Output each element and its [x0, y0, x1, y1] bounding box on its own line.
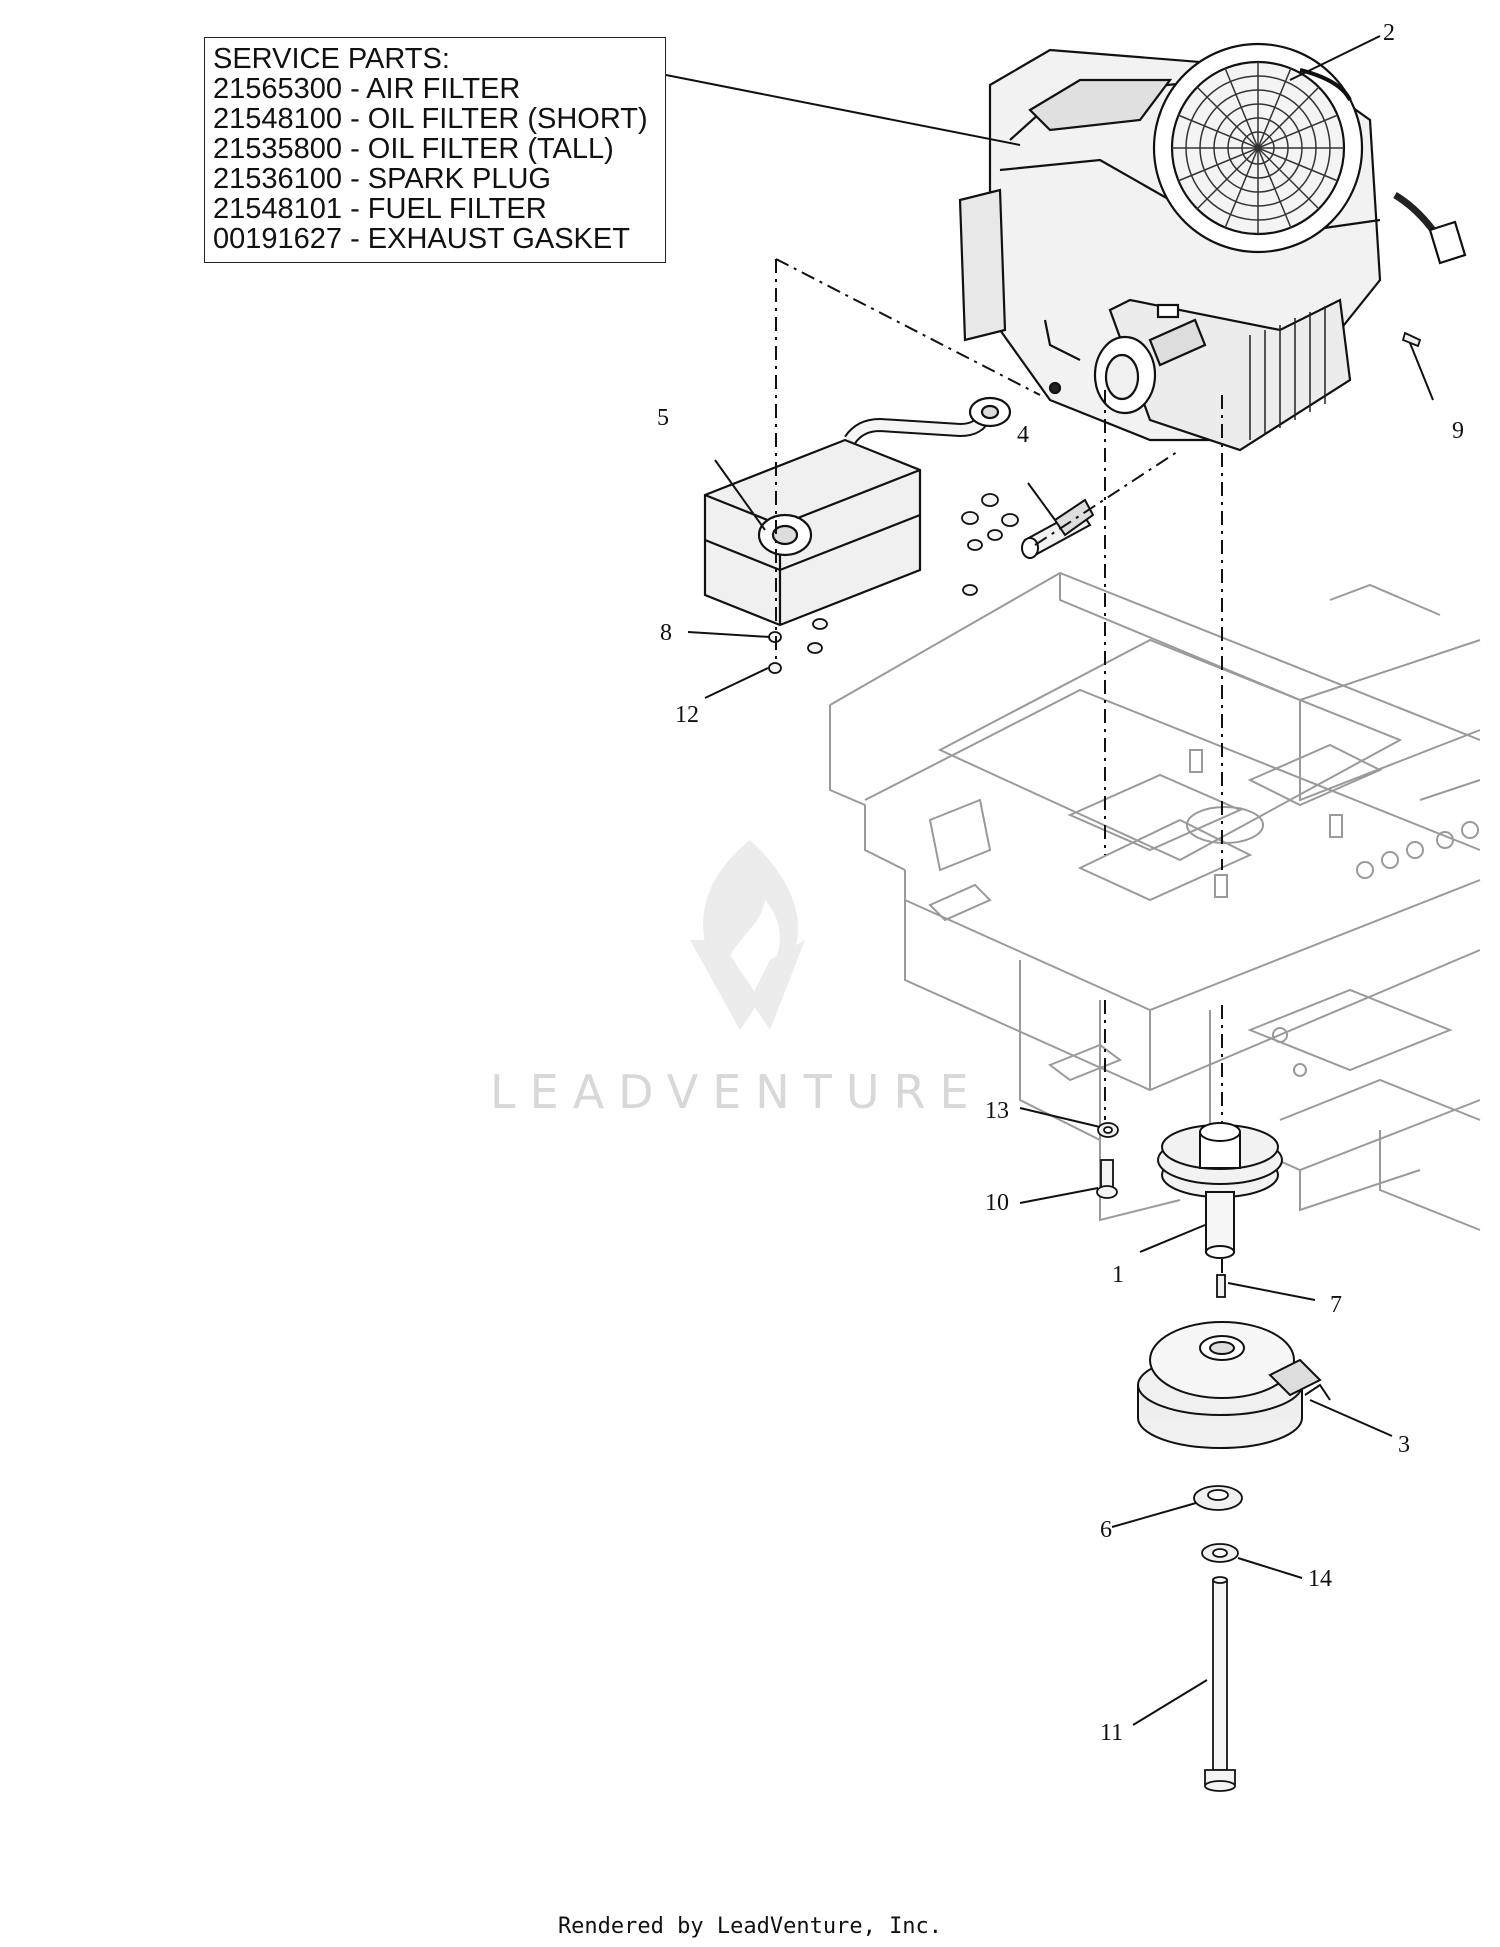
callout-14: 14: [1308, 1566, 1332, 1592]
footer-credit: Rendered by LeadVenture, Inc.: [557, 1914, 943, 1939]
callout-10: 10: [985, 1190, 1009, 1216]
watermark-logo: [690, 840, 805, 1030]
bolt-11: [1204, 1576, 1236, 1792]
service-part-oil-filter-short: 21548100 - OIL FILTER (SHORT): [213, 103, 648, 135]
watermark-text: LEADVENTURE: [490, 1065, 983, 1119]
clutch: [1137, 1321, 1331, 1449]
service-part-spark-plug: 21536100 - SPARK PLUG: [213, 163, 551, 195]
muffler: [703, 396, 1012, 627]
callout-2: 2: [1383, 20, 1395, 46]
leader-lines: [665, 35, 1434, 1726]
callout-4: 4: [1017, 422, 1029, 448]
spark-plug: [1021, 498, 1095, 559]
service-parts-box: SERVICE PARTS: 21565300 - AIR FILTER 215…: [204, 37, 666, 263]
service-part-exhaust-gasket: 00191627 - EXHAUST GASKET: [213, 223, 630, 255]
callout-5: 5: [657, 405, 669, 431]
pulley: [1157, 1122, 1283, 1259]
mower-frame: [829, 571, 1481, 1231]
callout-12: 12: [675, 702, 699, 728]
washer-6: [1193, 1485, 1243, 1511]
callout-7: 7: [1330, 1292, 1342, 1318]
callout-8: 8: [660, 620, 672, 646]
bolt-10: [1096, 1159, 1118, 1199]
callout-11: 11: [1100, 1720, 1123, 1746]
washer-14: [1201, 1543, 1239, 1563]
service-part-oil-filter-tall: 21535800 - OIL FILTER (TALL): [213, 133, 614, 165]
callout-3: 3: [1398, 1432, 1410, 1458]
engine: [958, 42, 1467, 452]
callout-1: 1: [1112, 1262, 1124, 1288]
washer-13: [1097, 1122, 1119, 1138]
service-part-air-filter: 21565300 - AIR FILTER: [213, 73, 521, 105]
service-parts-title: SERVICE PARTS:: [213, 43, 450, 75]
callout-labels: 1 2 3 4 5 6 7 8 9 10 11 12 13 14: [657, 20, 1464, 1746]
bolt-9: [1401, 331, 1422, 348]
key-7: [1216, 1274, 1226, 1298]
callout-13: 13: [985, 1098, 1009, 1124]
hardware-nuts: [768, 493, 1019, 674]
service-part-fuel-filter: 21548101 - FUEL FILTER: [213, 193, 547, 225]
callout-9: 9: [1452, 418, 1464, 444]
callout-6: 6: [1100, 1517, 1112, 1543]
